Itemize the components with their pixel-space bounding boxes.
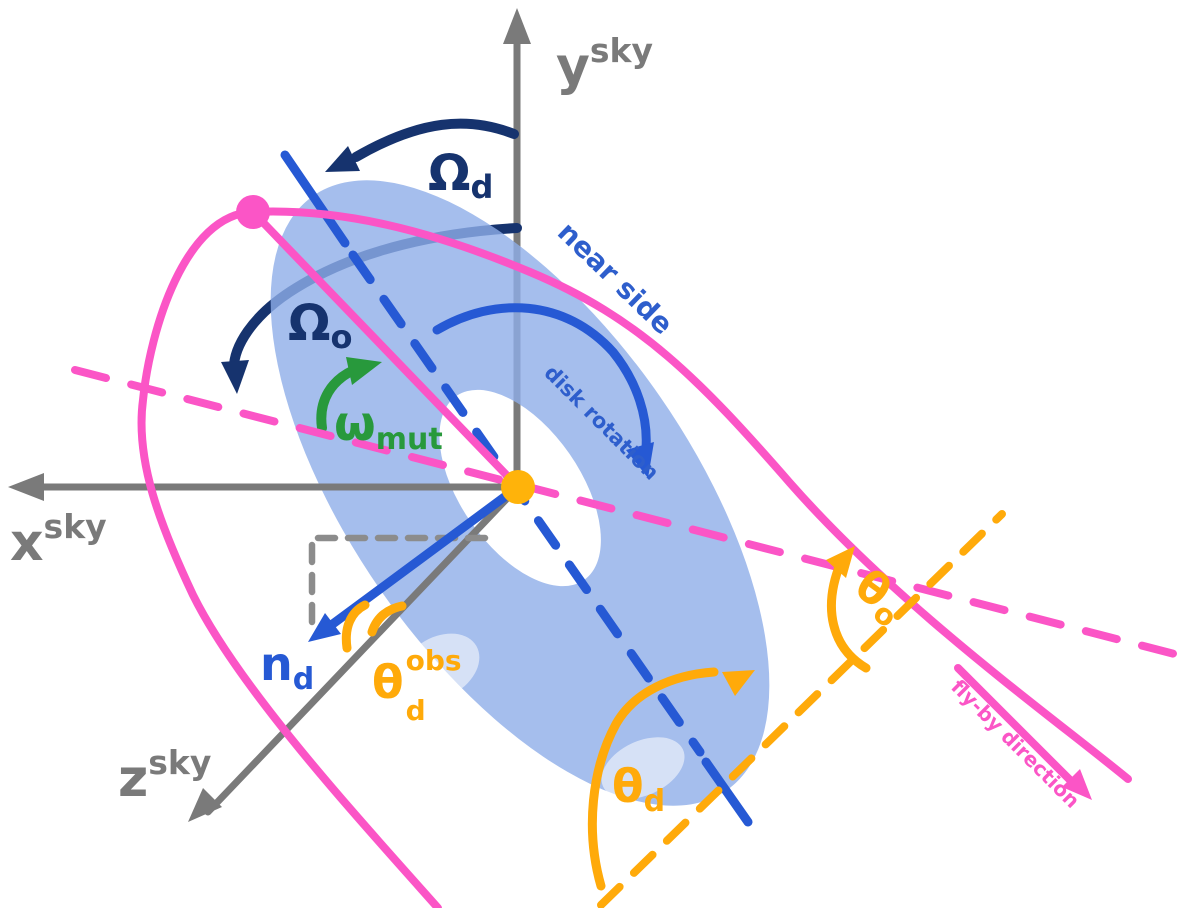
omega-mut-arrow — [316, 365, 359, 433]
disk-axis-solid-top — [280, 150, 350, 248]
theta-d-obs-arc-left — [341, 600, 370, 653]
orange-dashed-line — [597, 510, 1006, 908]
omega-o-label: Ωo — [288, 294, 353, 356]
theta-d-highlight — [601, 737, 685, 799]
disk-center-dot — [501, 470, 535, 504]
omega-o-arc-arrowhead — [221, 360, 249, 394]
theta-d-obs-arc-right — [367, 601, 407, 637]
fly-by-arrowhead — [1062, 769, 1092, 800]
omega-d-arc-arrowhead — [325, 146, 360, 172]
y-axis-arrowhead — [503, 8, 531, 44]
theta-d-label: θd — [612, 759, 665, 819]
z-axis — [204, 483, 522, 816]
omega-d-label: Ωd — [428, 144, 493, 206]
orbit-line-of-nodes-dashed — [71, 366, 1194, 662]
z-axis-arrowhead — [188, 788, 222, 822]
fly-by-annotation: fly-by direction — [946, 675, 1084, 813]
companion-dot — [236, 195, 270, 229]
z-axis-label: zsky — [118, 743, 211, 809]
omega-d-arc — [351, 118, 519, 162]
theta-d-arrowhead — [722, 670, 755, 696]
omega-mut-arrowhead — [346, 357, 382, 385]
orbit-trajectory — [137, 207, 1132, 908]
disk-axis-solid-bottom — [701, 757, 753, 827]
theta-o-arc — [826, 557, 871, 673]
theta-o-arrowhead — [826, 546, 855, 578]
x-axis-label: xsky — [10, 507, 107, 573]
theta-d-arc — [587, 667, 719, 891]
n-d-arrowhead — [308, 613, 341, 642]
n-d-label: nd — [260, 637, 314, 697]
disk-rotation-arc — [432, 303, 651, 453]
disk-rotation-arrowhead — [626, 442, 654, 478]
protoplanetary-disk — [270, 180, 770, 806]
disk-annulus — [270, 180, 770, 806]
disk-axis-dashed — [348, 250, 705, 757]
projection-dashed-box — [308, 534, 502, 626]
x-axis-arrowhead — [8, 473, 44, 501]
theta-d-obs-highlight — [400, 633, 480, 701]
y-axis-label: ysky — [556, 31, 653, 97]
companion-radius-line — [249, 208, 522, 491]
fly-by-arrow-line — [954, 664, 1076, 786]
omega-mut-label: ωmut — [334, 396, 443, 457]
